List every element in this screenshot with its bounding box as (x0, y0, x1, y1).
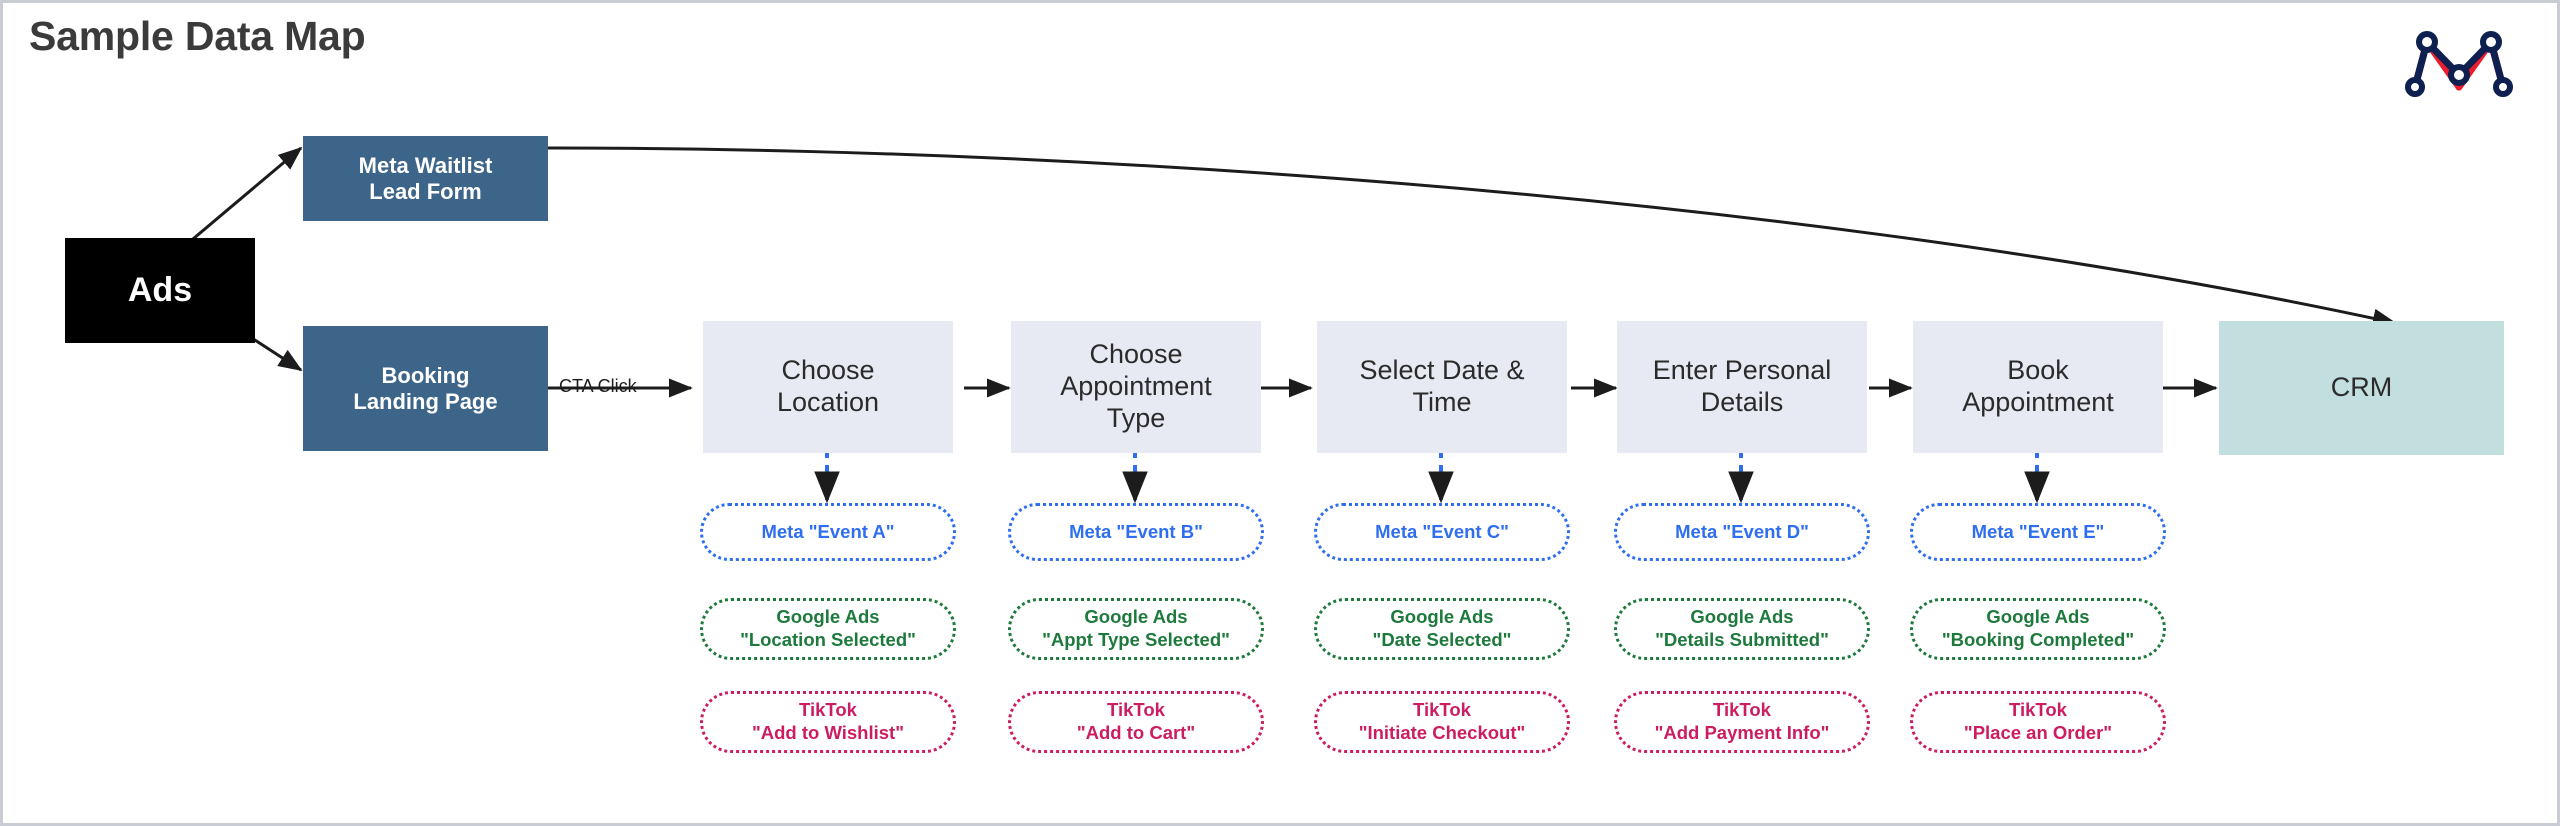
event-pill-label: Meta "Event C" (1375, 520, 1509, 542)
step-to-event-connectors (814, 451, 2050, 504)
event-pill-label: TikTok "Add to Cart" (1076, 699, 1196, 743)
logo-nodes (2405, 31, 2513, 97)
event-pill-label: Google Ads "Booking Completed" (1941, 606, 2135, 650)
event-pill-label: Google Ads "Appt Type Selected" (1042, 606, 1230, 650)
event-pill-label: TikTok "Initiate Checkout" (1358, 699, 1526, 743)
funnel-step-choose-appt-type[interactable]: Choose Appointment Type (1011, 321, 1261, 453)
funnel-step-label: Select Date & Time (1359, 355, 1525, 417)
event-pill-meta-4[interactable]: Meta "Event D" (1614, 503, 1870, 561)
event-pill-label: Google Ads "Location Selected" (740, 606, 916, 650)
node-ads-label: Ads (127, 271, 193, 310)
event-pill-tiktok-2[interactable]: TikTok "Add to Cart" (1008, 691, 1264, 753)
edge-label-cta-click: CTA Click (559, 376, 637, 396)
event-pill-label: Google Ads "Date Selected" (1372, 606, 1512, 650)
event-pill-tiktok-4[interactable]: TikTok "Add Payment Info" (1614, 691, 1870, 753)
node-booking-landing-label: Booking Landing Page (353, 362, 498, 414)
event-pill-google-ads-5[interactable]: Google Ads "Booking Completed" (1910, 598, 2166, 660)
page-title: Sample Data Map (29, 13, 366, 59)
funnel-step-label: Enter Personal Details (1652, 355, 1832, 417)
event-pill-google-ads-2[interactable]: Google Ads "Appt Type Selected" (1008, 598, 1264, 660)
node-booking-landing-page[interactable]: Booking Landing Page (303, 326, 548, 451)
event-pill-meta-3[interactable]: Meta "Event C" (1314, 503, 1570, 561)
event-pill-meta-5[interactable]: Meta "Event E" (1910, 503, 2166, 561)
node-meta-waitlist-label: Meta Waitlist Lead Form (358, 152, 493, 204)
event-pill-meta-1[interactable]: Meta "Event A" (700, 503, 956, 561)
funnel-step-book-appointment[interactable]: Book Appointment (1913, 321, 2163, 453)
node-meta-waitlist-lead-form[interactable]: Meta Waitlist Lead Form (303, 136, 548, 221)
event-pill-label: Meta "Event B" (1069, 520, 1203, 542)
event-pill-meta-2[interactable]: Meta "Event B" (1008, 503, 1264, 561)
event-pill-label: TikTok "Add to Wishlist" (751, 699, 904, 743)
event-pill-google-ads-1[interactable]: Google Ads "Location Selected" (700, 598, 956, 660)
funnel-step-label: Choose Location (776, 355, 880, 417)
event-pill-google-ads-4[interactable]: Google Ads "Details Submitted" (1614, 598, 1870, 660)
event-pill-label: Meta "Event A" (761, 520, 895, 542)
event-pill-label: Meta "Event E" (1971, 520, 2105, 542)
funnel-step-enter-personal[interactable]: Enter Personal Details (1617, 321, 1867, 453)
node-crm-label: CRM (2330, 372, 2393, 403)
funnel-step-choose-location[interactable]: Choose Location (703, 321, 953, 453)
event-pill-label: TikTok "Add Payment Info" (1654, 699, 1830, 743)
event-pill-label: Google Ads "Details Submitted" (1655, 606, 1829, 650)
network-nodes-logo (2405, 31, 2513, 97)
funnel-step-label: Book Appointment (1962, 355, 2114, 417)
event-pill-google-ads-3[interactable]: Google Ads "Date Selected" (1314, 598, 1570, 660)
node-ads[interactable]: Ads (65, 238, 255, 343)
event-pill-tiktok-5[interactable]: TikTok "Place an Order" (1910, 691, 2166, 753)
event-pill-label: TikTok "Place an Order" (1963, 699, 2113, 743)
funnel-step-select-date-time[interactable]: Select Date & Time (1317, 321, 1567, 453)
funnel-step-label: Choose Appointment Type (1060, 339, 1212, 433)
node-crm[interactable]: CRM (2219, 321, 2504, 455)
event-pill-label: Meta "Event D" (1675, 520, 1809, 542)
event-pill-tiktok-3[interactable]: TikTok "Initiate Checkout" (1314, 691, 1570, 753)
event-pill-tiktok-1[interactable]: TikTok "Add to Wishlist" (700, 691, 956, 753)
edge-meta-waitlist-to-crm (335, 146, 2397, 328)
